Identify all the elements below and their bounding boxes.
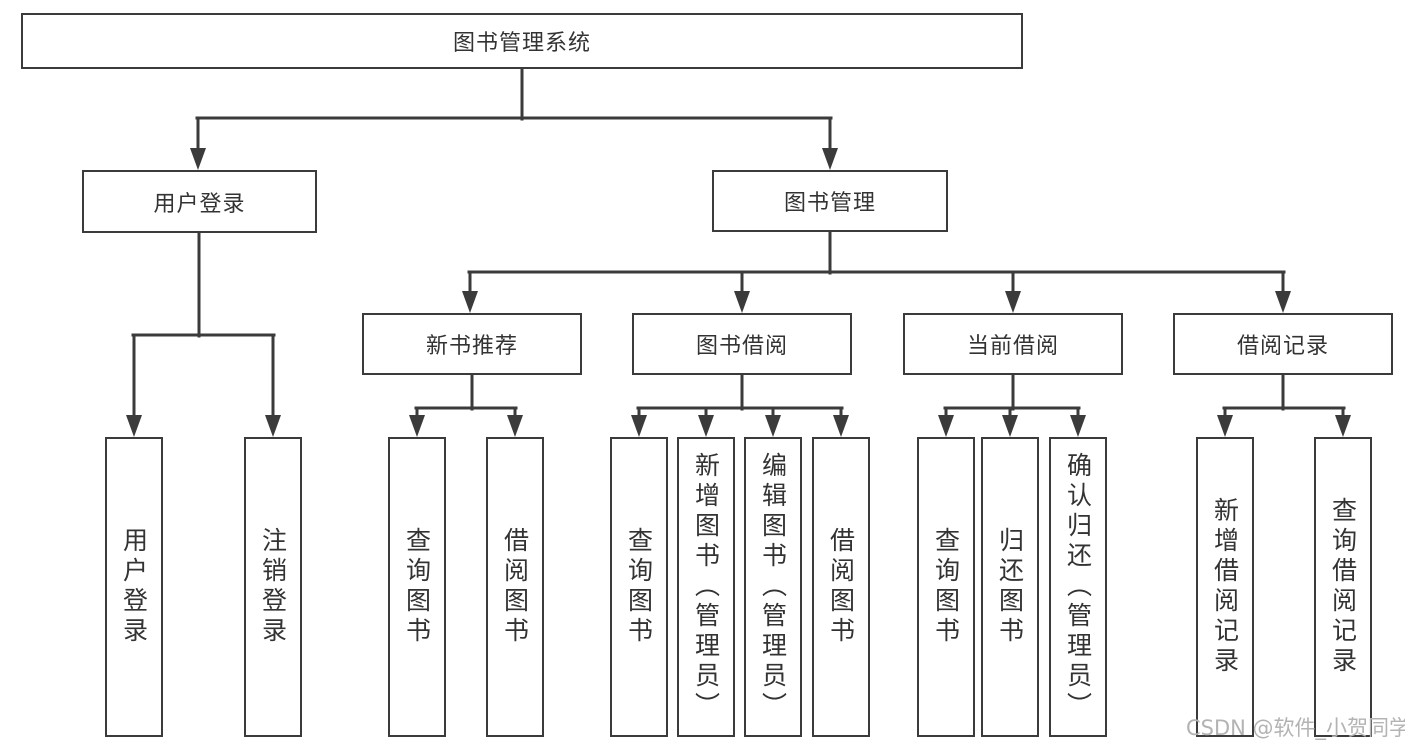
leaf-user-login-label: 用户登录	[119, 527, 149, 647]
leaf-user-login: 用户登录	[105, 437, 163, 737]
leaf-br-query-record-label: 查询借阅记录	[1328, 497, 1358, 677]
leaf-cb-confirm-return-admin-label: 确认归还（管理员）	[1063, 452, 1093, 722]
node-current-borrow: 当前借阅	[903, 313, 1123, 375]
leaf-logout-label: 注销登录	[258, 527, 288, 647]
node-book-management-label: 图书管理	[783, 191, 876, 216]
leaf-cb-return-book-label: 归还图书	[995, 527, 1025, 647]
leaf-nb-borrow-book: 借阅图书	[486, 437, 544, 737]
leaf-cb-confirm-return-admin: 确认归还（管理员）	[1049, 437, 1107, 737]
node-user-login: 用户登录	[82, 170, 317, 233]
leaf-cb-return-book: 归还图书	[981, 437, 1039, 737]
node-book-management: 图书管理	[712, 170, 948, 232]
leaf-bb-edit-book-admin-label: 编辑图书（管理员）	[758, 452, 788, 722]
node-borrow-records: 借阅记录	[1173, 313, 1393, 375]
leaf-bb-borrow-book: 借阅图书	[812, 437, 870, 737]
leaf-bb-borrow-book-label: 借阅图书	[826, 527, 856, 647]
leaf-nb-query-book-label: 查询图书	[402, 527, 432, 647]
leaf-br-add-record: 新增借阅记录	[1196, 437, 1254, 737]
leaf-bb-query-book-label: 查询图书	[624, 527, 654, 647]
leaf-nb-query-book: 查询图书	[388, 437, 446, 737]
node-book-borrow-label: 图书借阅	[695, 334, 788, 359]
node-new-book-recommend: 新书推荐	[362, 313, 582, 375]
leaf-bb-edit-book-admin: 编辑图书（管理员）	[744, 437, 802, 737]
leaf-logout: 注销登录	[244, 437, 302, 737]
node-library-system: 图书管理系统	[21, 13, 1023, 69]
csdn-watermark: CSDN @软件_小贺同学	[1186, 716, 1405, 740]
node-book-borrow: 图书借阅	[632, 313, 852, 375]
leaf-bb-add-book-admin-label: 新增图书（管理员）	[691, 452, 721, 722]
leaf-bb-add-book-admin: 新增图书（管理员）	[677, 437, 735, 737]
leaf-br-add-record-label: 新增借阅记录	[1210, 497, 1240, 677]
node-borrow-records-label: 借阅记录	[1236, 334, 1329, 359]
leaf-cb-query-book-label: 查询图书	[931, 527, 961, 647]
leaf-bb-query-book: 查询图书	[610, 437, 668, 737]
node-new-book-recommend-label: 新书推荐	[425, 334, 518, 359]
leaf-nb-borrow-book-label: 借阅图书	[500, 527, 530, 647]
node-current-borrow-label: 当前借阅	[966, 334, 1059, 359]
leaf-br-query-record: 查询借阅记录	[1314, 437, 1372, 737]
leaf-cb-query-book: 查询图书	[917, 437, 975, 737]
node-library-system-label: 图书管理系统	[452, 31, 591, 56]
node-user-login-label: 用户登录	[153, 191, 246, 217]
